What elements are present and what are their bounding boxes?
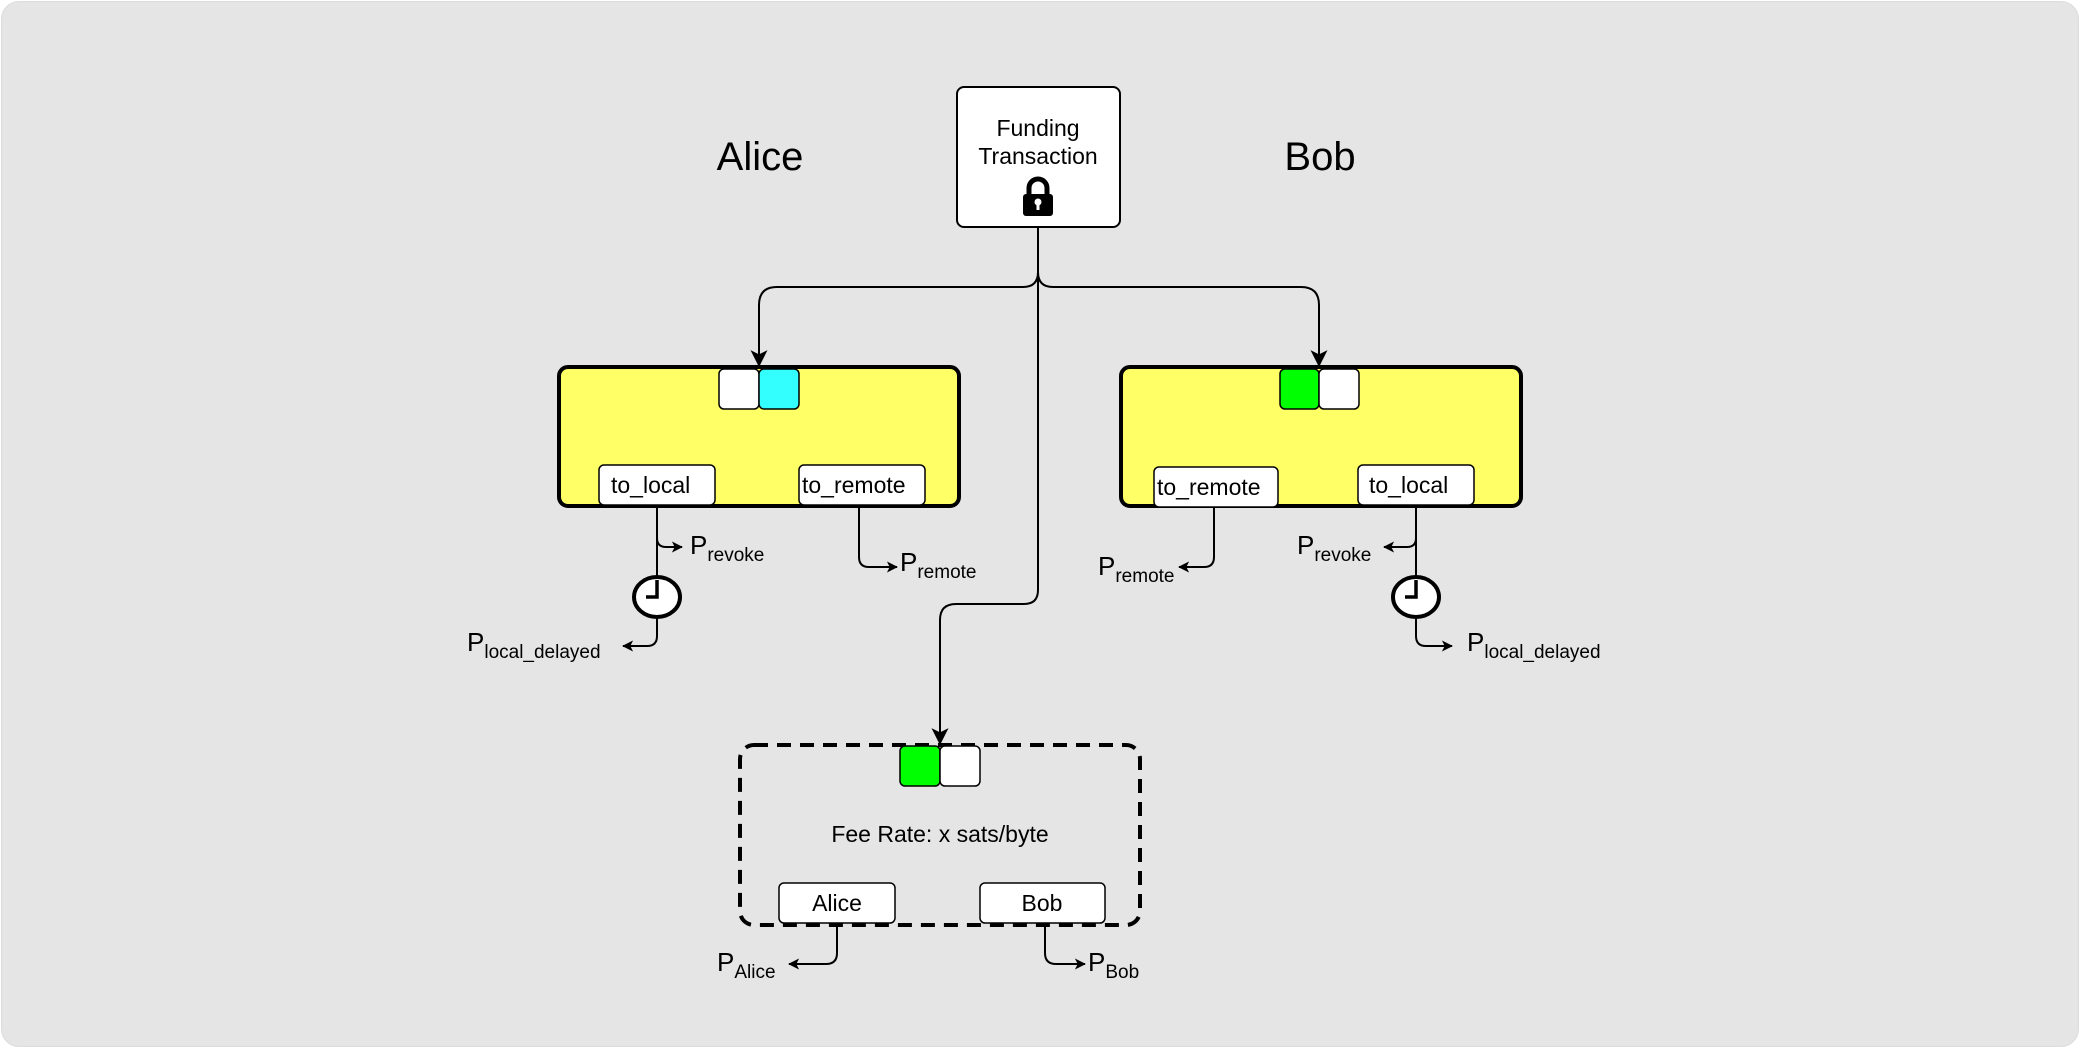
alice-to-remote-output[interactable]: to_remote xyxy=(798,464,926,506)
closing-bob-output[interactable]: Bob xyxy=(979,882,1106,924)
bob-remote-path xyxy=(1178,507,1215,573)
bob-to-remote-output[interactable]: to_remote xyxy=(1153,466,1279,508)
alice-p-local-delayed-label: Plocal_delayed xyxy=(467,627,601,663)
alice-commitment-signature-cyan xyxy=(758,368,800,410)
closing-transaction[interactable]: Fee Rate: x sats/byte Alice Bob xyxy=(738,743,1142,927)
output-label: to_local xyxy=(1369,472,1448,498)
bob-spend-paths xyxy=(1178,505,1453,652)
bob-to-local-output[interactable]: to_local xyxy=(1357,464,1475,506)
connector-to-bob-commitment xyxy=(1037,271,1328,368)
alice-remote-path xyxy=(858,506,898,573)
funding-transaction[interactable]: Funding Transaction xyxy=(956,86,1121,228)
bob-commitment-signature-white xyxy=(1318,368,1360,410)
bob-p-revoke-label: Prevoke xyxy=(1297,530,1371,566)
funding-label-line2: Transaction xyxy=(978,143,1097,169)
bob-revoke-path xyxy=(1383,505,1417,553)
output-label: to_local xyxy=(611,472,690,498)
alice-p-remote-label: Premote xyxy=(900,547,976,583)
alice-commitment-transaction[interactable]: to_local to_remote xyxy=(557,365,961,508)
fee-rate-label: Fee Rate: x sats/byte xyxy=(831,821,1048,847)
alice-revoke-path xyxy=(656,506,683,553)
output-label: to_remote xyxy=(1157,474,1261,500)
alice-to-local-output[interactable]: to_local xyxy=(598,464,716,506)
connector-to-alice-commitment xyxy=(750,227,1039,368)
funding-connectors xyxy=(750,227,1328,746)
output-label: Alice xyxy=(812,890,862,916)
alice-p-revoke-label: Prevoke xyxy=(690,530,764,566)
closing-signature-white xyxy=(939,745,981,787)
closing-signature-green xyxy=(899,745,941,787)
closing-bob-path xyxy=(1044,923,1086,970)
funding-label-line1: Funding xyxy=(996,115,1079,141)
alice-spend-paths xyxy=(622,506,898,652)
bob-local-delayed-path xyxy=(1415,617,1453,652)
closing-alice-path xyxy=(788,923,838,970)
bob-timelock-clock-icon xyxy=(1391,575,1441,619)
output-label: to_remote xyxy=(802,472,906,498)
bob-commitment-transaction[interactable]: to_remote to_local xyxy=(1119,365,1523,508)
bob-commitment-signature-green xyxy=(1279,368,1320,410)
p-bob-label: PBob xyxy=(1088,947,1139,983)
bob-p-remote-label: Premote xyxy=(1098,551,1174,587)
alice-commitment-signature-white xyxy=(718,368,760,410)
closing-spend-paths xyxy=(788,923,1086,970)
alice-timelock-clock-icon xyxy=(632,575,682,619)
bob-title: Bob xyxy=(1284,135,1355,179)
closing-alice-output[interactable]: Alice xyxy=(778,882,896,924)
p-alice-label: PAlice xyxy=(717,947,776,983)
alice-local-delayed-path xyxy=(622,617,658,652)
bob-p-local-delayed-label: Plocal_delayed xyxy=(1467,627,1601,663)
lock-icon xyxy=(1023,176,1053,216)
output-label: Bob xyxy=(1022,890,1063,916)
alice-title: Alice xyxy=(717,135,804,179)
connector-to-closing-tx xyxy=(931,227,1039,746)
